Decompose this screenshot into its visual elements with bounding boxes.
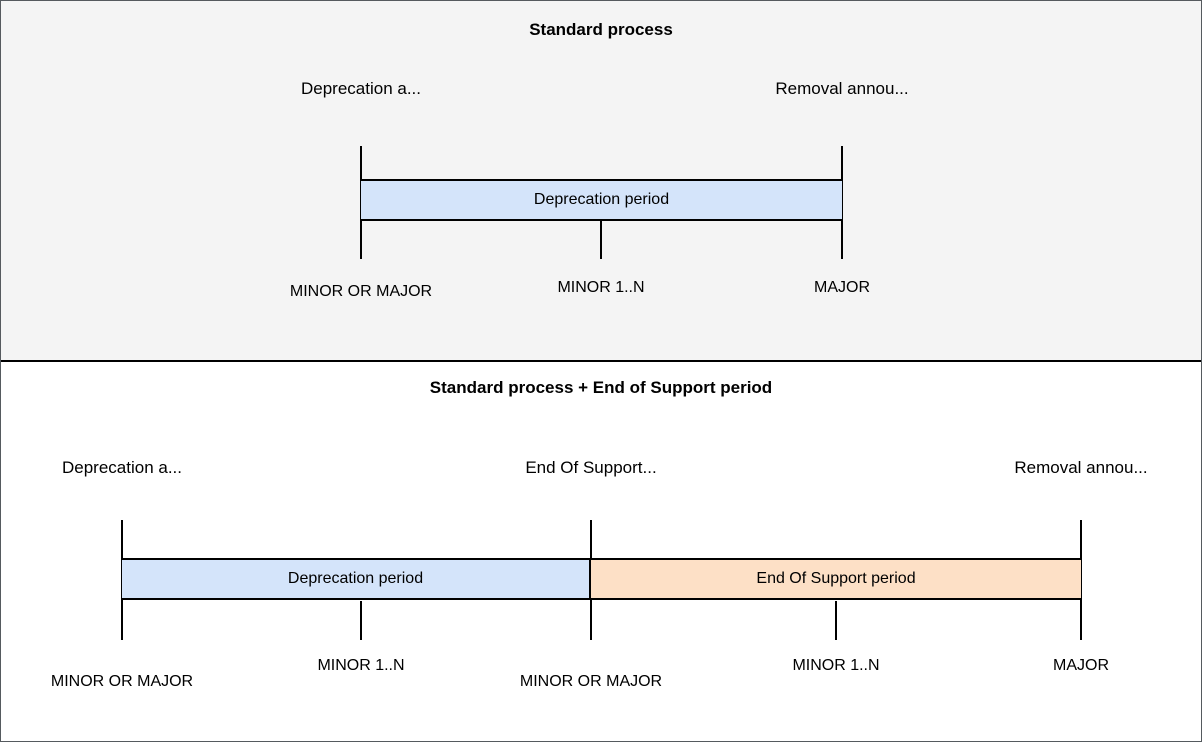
tick-middle xyxy=(600,220,602,259)
axis-label-minor-or-major-start: MINOR OR MAJOR xyxy=(50,673,194,690)
event-label-removal-announcement: Removal annou... xyxy=(1014,458,1148,477)
panel-title-standard-process-plus-eos: Standard process + End of Support period xyxy=(429,378,773,397)
tick-minor-1 xyxy=(360,601,362,640)
panel-standard-process: Standard process Deprecation a... Remova… xyxy=(1,1,1201,362)
axis-label-minor-or-major-eos: MINOR OR MAJOR xyxy=(519,673,663,690)
bar-deprecation-period: Deprecation period xyxy=(361,179,842,221)
event-label-deprecation-announcement: Deprecation a... xyxy=(61,458,183,477)
bar-label-end-of-support-period: End Of Support period xyxy=(756,570,916,587)
bar-label-deprecation-period: Deprecation period xyxy=(533,191,670,208)
bar-segment-end-of-support-period: End Of Support period xyxy=(591,560,1081,598)
event-label-end-of-support: End Of Support... xyxy=(525,458,657,477)
panel-title-standard-process: Standard process xyxy=(529,20,673,39)
bar-label-deprecation-period: Deprecation period xyxy=(287,570,424,587)
axis-label-minor-1-n: MINOR 1..N xyxy=(557,279,645,296)
panel-standard-process-plus-eos: Standard process + End of Support period… xyxy=(1,362,1201,741)
tick-end xyxy=(1080,520,1082,640)
axis-label-major: MAJOR xyxy=(814,279,870,296)
event-label-deprecation-announcement: Deprecation a... xyxy=(300,79,422,98)
tick-end xyxy=(841,146,843,259)
event-label-removal-announcement: Removal annou... xyxy=(775,79,909,98)
axis-label-minor-1-n-second: MINOR 1..N xyxy=(792,657,880,674)
axis-label-minor-or-major-start: MINOR OR MAJOR xyxy=(289,283,433,300)
bar-timeline: Deprecation period End Of Support period xyxy=(122,558,1081,600)
axis-label-minor-1-n-first: MINOR 1..N xyxy=(317,657,405,674)
bar-segment-deprecation-period: Deprecation period xyxy=(122,560,591,598)
tick-minor-2 xyxy=(835,601,837,640)
axis-label-major: MAJOR xyxy=(1053,657,1109,674)
